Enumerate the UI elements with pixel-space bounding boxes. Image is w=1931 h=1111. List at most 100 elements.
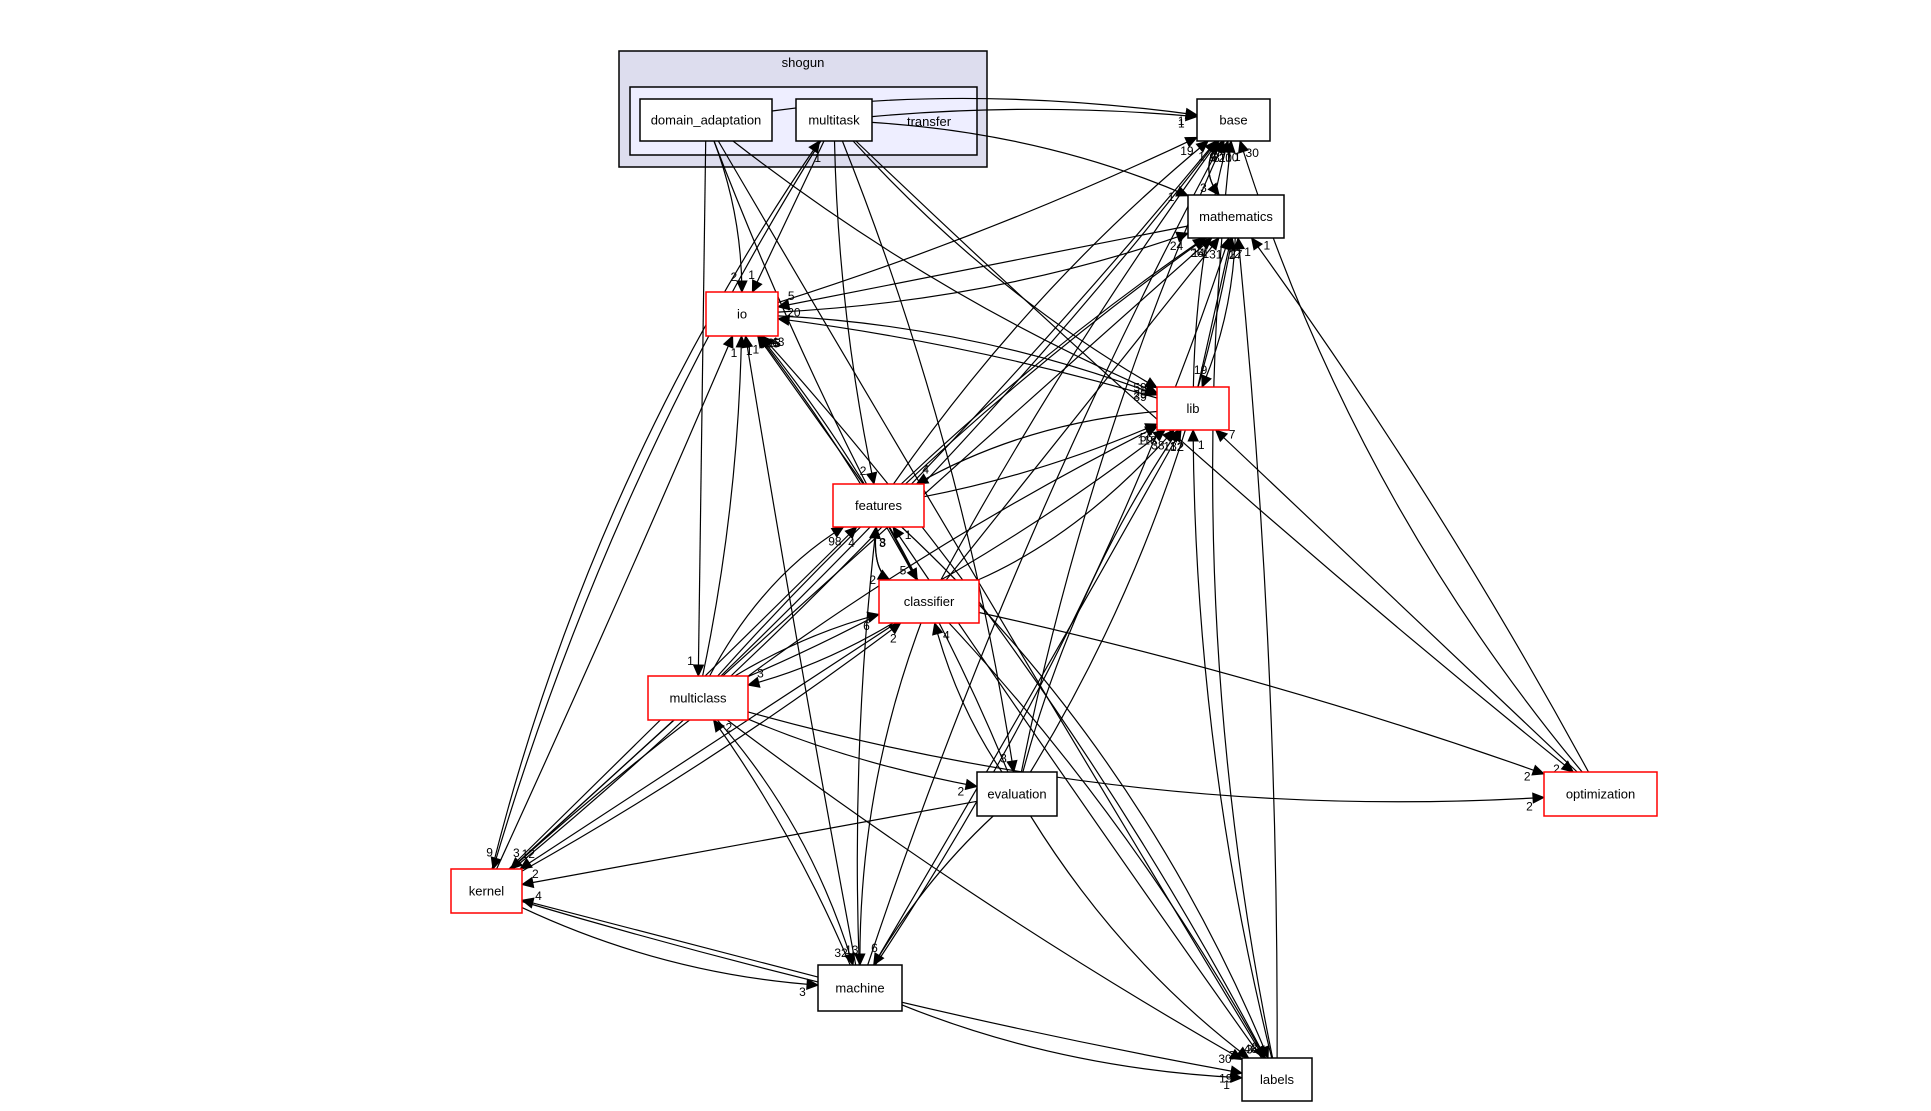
- arrowhead: [692, 664, 705, 678]
- edge-label: 2: [1234, 247, 1241, 261]
- edge-label: 6: [1211, 151, 1218, 165]
- edge-label: 1: [1168, 190, 1175, 204]
- edge-line: [777, 318, 1158, 399]
- edge-kernel-to-classifier: 2: [521, 622, 902, 872]
- arrowhead: [892, 526, 905, 540]
- node-features[interactable]: features: [832, 483, 925, 528]
- edge-multitask-to-lib: 59: [852, 140, 1159, 394]
- node-classifier[interactable]: classifier: [878, 579, 980, 624]
- node-multitask[interactable]: multitask: [795, 98, 873, 142]
- arrowhead: [722, 334, 734, 349]
- node-box: [1156, 386, 1230, 431]
- arrowhead: [844, 526, 858, 540]
- arrowhead: [866, 611, 881, 623]
- node-domain-adaptation[interactable]: domain_adaptation: [639, 98, 773, 142]
- edge-classifier-to-labels: 46: [948, 622, 1266, 1060]
- edge-line: [923, 423, 1158, 498]
- edge-label: 1: [1264, 238, 1271, 252]
- edge-evaluation-to-labels: 3: [1030, 815, 1250, 1062]
- edge-line: [521, 899, 819, 978]
- node-label: machine: [835, 981, 884, 996]
- node-label: io: [737, 307, 747, 322]
- arrowhead: [520, 876, 535, 889]
- edge-line: [833, 140, 875, 485]
- edge-line: [720, 140, 1217, 677]
- edge-line: [732, 140, 1158, 394]
- edge-line: [702, 335, 743, 677]
- edge-kernel-to-io: 1: [496, 334, 738, 870]
- node-label: kernel: [469, 884, 505, 899]
- node-box: [647, 675, 749, 721]
- node-multiclass[interactable]: multiclass: [647, 675, 749, 721]
- edge-label: 1: [748, 268, 755, 282]
- node-base[interactable]: base: [1196, 98, 1271, 142]
- edge-label: 1: [905, 528, 912, 542]
- node-optimization[interactable]: optimization: [1543, 771, 1658, 817]
- edge-evaluation-to-lib: 12: [1022, 429, 1184, 773]
- edge-line: [1022, 429, 1179, 773]
- node-label: domain_adaptation: [651, 113, 762, 128]
- node-mathematics[interactable]: mathematics: [1187, 194, 1285, 239]
- edge-line: [859, 622, 922, 966]
- edge-line: [893, 140, 1209, 485]
- edge-label: 2: [532, 867, 539, 881]
- edge-labels-to-lib: 1: [1187, 428, 1273, 1059]
- node-label: mathematics: [1199, 209, 1273, 224]
- edge-line: [521, 622, 901, 872]
- edge-label: 38: [1151, 439, 1165, 453]
- edge-features-to-io: 35: [756, 335, 864, 485]
- edge-label: 1: [1202, 247, 1209, 261]
- node-box: [1196, 98, 1271, 142]
- arrowhead: [854, 953, 866, 967]
- arrowhead: [1152, 429, 1166, 442]
- node-box: [450, 868, 523, 914]
- edge-classifier-to-base: 7: [940, 140, 1220, 581]
- edge-evaluation-to-kernel: 2: [520, 800, 978, 889]
- node-box: [795, 98, 873, 142]
- edge-label: 5: [788, 289, 795, 303]
- edge-domain-adaptation-to-multiclass: 1: [687, 140, 707, 678]
- edge-line: [761, 335, 1267, 1059]
- node-io[interactable]: io: [705, 291, 779, 337]
- arrowhead: [1170, 428, 1182, 443]
- edge-line: [491, 140, 821, 870]
- edge-machine-to-labels: 1: [901, 1004, 1244, 1092]
- edge-line: [916, 410, 1158, 485]
- edge-line: [945, 237, 1220, 581]
- edge-optimization-to-base: 30: [1238, 139, 1583, 773]
- edge-line: [492, 140, 822, 870]
- edge-label: 6: [871, 941, 878, 955]
- node-lib[interactable]: lib: [1156, 386, 1230, 431]
- edge-label: 19: [1180, 144, 1194, 158]
- edge-label: 1: [1244, 245, 1251, 259]
- arrowhead: [1185, 109, 1199, 122]
- node-kernel[interactable]: kernel: [450, 868, 523, 914]
- edge-line: [747, 429, 1166, 678]
- edge-label: 1: [1178, 114, 1185, 128]
- arrowhead: [1560, 760, 1575, 773]
- node-evaluation[interactable]: evaluation: [976, 771, 1058, 817]
- edge-line: [856, 526, 877, 966]
- edge-label: 98: [828, 535, 842, 549]
- node-labels[interactable]: labels: [1241, 1057, 1313, 1102]
- arrowhead: [776, 299, 791, 311]
- edge-label: 26: [1190, 246, 1204, 260]
- edge-line: [777, 232, 1189, 313]
- edge-line: [978, 611, 1545, 775]
- edge-label: 2: [1526, 799, 1533, 813]
- edge-label: 30: [1246, 146, 1260, 160]
- nodes-layer: domain_adaptation multitask base mathematic…: [450, 98, 1658, 1102]
- edge-line: [521, 907, 819, 986]
- node-machine[interactable]: machine: [817, 964, 903, 1012]
- node-label: features: [855, 498, 902, 513]
- arrowhead: [1184, 136, 1199, 148]
- edge-optimization-to-mathematics: 1: [1250, 237, 1590, 773]
- edge-line: [717, 140, 1265, 1059]
- edge-io-to-base: 19: [777, 136, 1199, 304]
- edge-label: 31: [1209, 248, 1223, 262]
- edge-line: [745, 335, 857, 966]
- edge-label: 3: [879, 536, 886, 550]
- edges-layer: 1215293112591239381951924391027204126355…: [486, 97, 1590, 1092]
- edge-classifier-to-lib: 13: [977, 429, 1177, 581]
- arrowhead: [887, 622, 902, 635]
